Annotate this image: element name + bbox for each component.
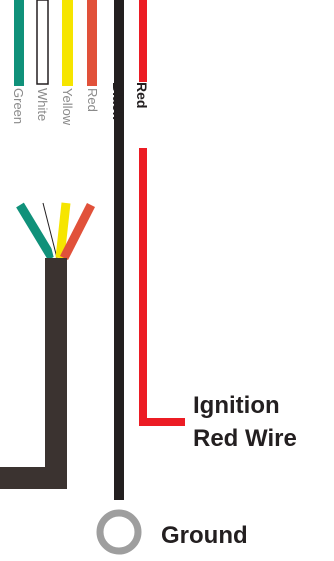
- label-red-small: Red: [85, 88, 100, 112]
- ignition-label-line2: Red Wire: [193, 425, 297, 452]
- white-wire: [36, 0, 49, 85]
- cable-top: [45, 258, 67, 274]
- label-white: White: [35, 88, 50, 121]
- label-black: Black: [110, 82, 126, 120]
- red-ignition-wire-lower: [139, 148, 185, 426]
- label-green: Green: [11, 88, 26, 124]
- yellow-wire: [62, 0, 73, 86]
- black-wire: [114, 0, 124, 500]
- red-small-wire: [87, 0, 97, 86]
- ground-ring-terminal: [96, 509, 142, 555]
- multi-wire-cable: [0, 270, 67, 489]
- top-wire-bundle: [14, 0, 97, 86]
- label-red: Red: [134, 82, 150, 108]
- label-yellow: Yellow: [60, 88, 75, 126]
- green-wire: [14, 0, 24, 86]
- ground-label: Ground: [161, 522, 248, 549]
- ignition-label-line1: Ignition: [193, 392, 280, 419]
- fanned-wires: [16, 202, 96, 261]
